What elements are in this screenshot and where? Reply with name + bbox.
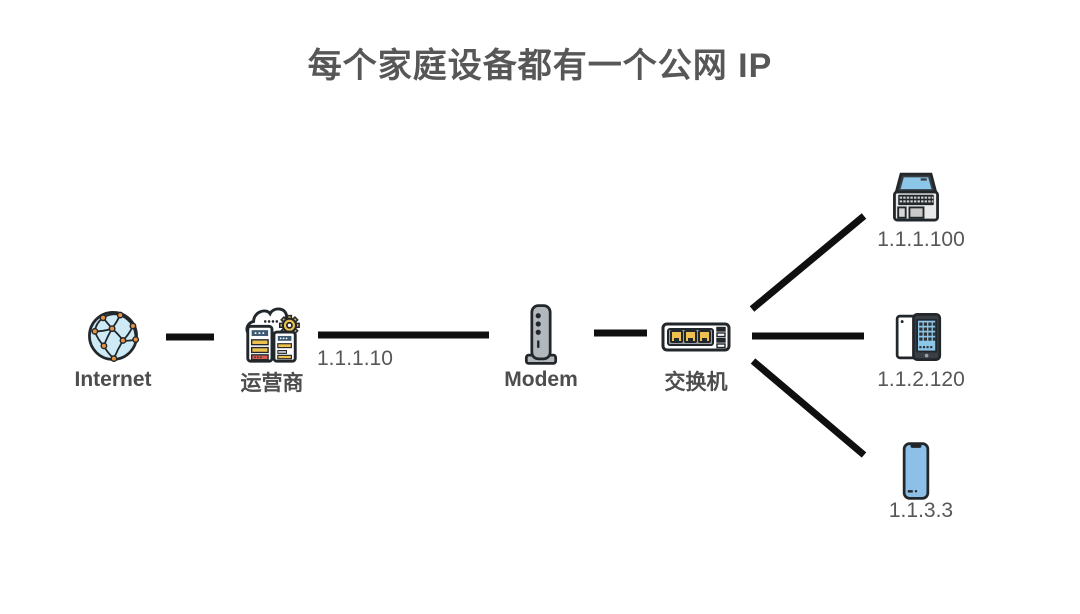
laptop-icon: [893, 172, 939, 222]
tablet-ip-label: 1.1.2.120: [877, 368, 965, 391]
diagram-title: 每个家庭设备都有一个公网 IP: [307, 47, 773, 85]
smartphone-icon: [902, 442, 930, 500]
globe-network-icon: [88, 310, 140, 363]
switch-label: 交换机: [664, 371, 728, 394]
phone-ip-label: 1.1.3.3: [888, 499, 954, 522]
tablet-icon: [895, 312, 942, 362]
modem-icon: [524, 304, 558, 365]
isp-label: 运营商: [240, 372, 304, 395]
ethernet-switch-icon: [661, 322, 731, 352]
server-rack-cloud-icon: [245, 307, 300, 363]
internet-label: Internet: [74, 368, 152, 391]
modem-label: Modem: [504, 368, 578, 391]
connector-switch-laptop: [749, 213, 867, 312]
connector-switch-phone: [750, 358, 867, 458]
laptop-ip-label: 1.1.1.100: [877, 228, 965, 251]
wan-ip-label: 1.1.1.10: [317, 347, 393, 370]
